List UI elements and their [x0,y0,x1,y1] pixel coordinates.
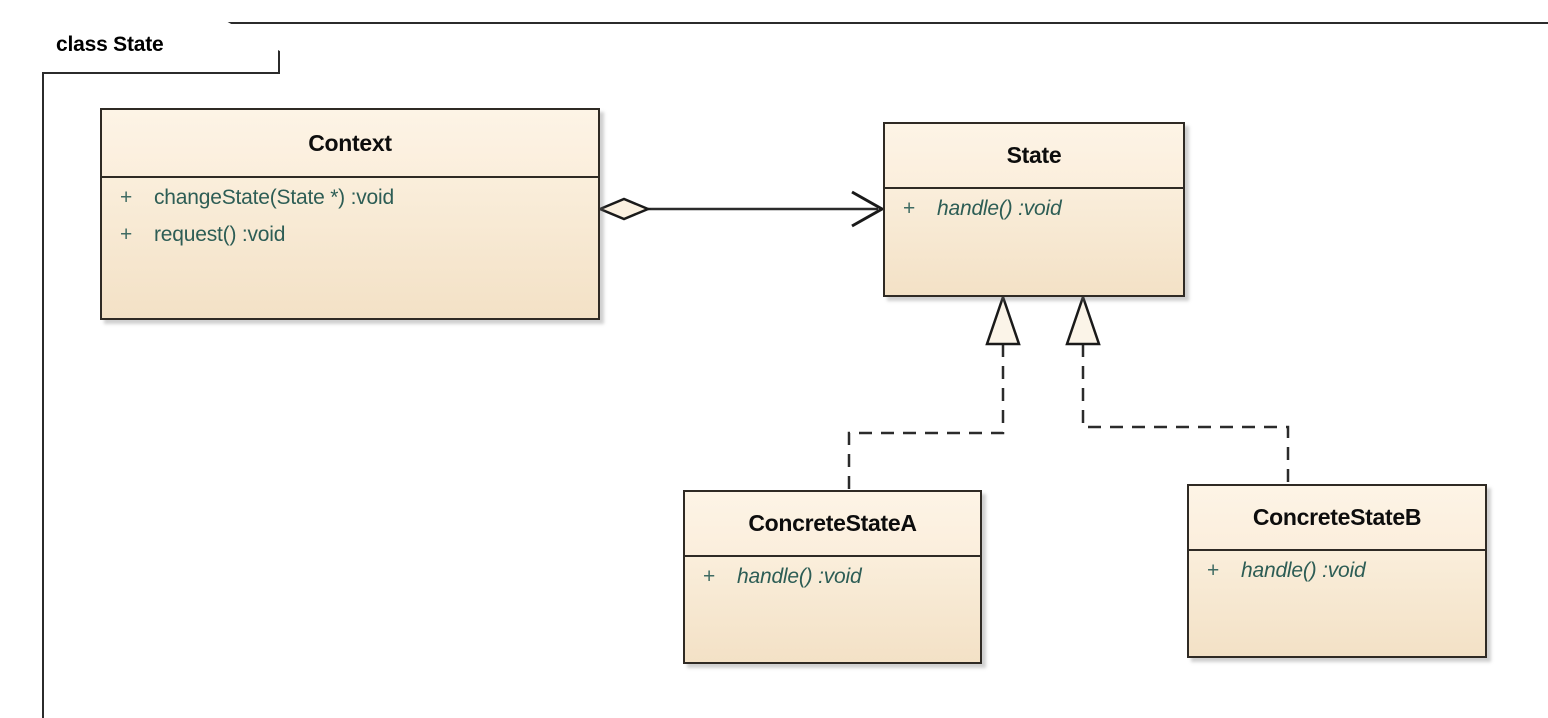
member-signature: handle() :void [737,565,862,588]
class-header-concrete-state-b: ConcreteStateB [1189,486,1485,551]
class-members-context: + changeState(State *) :void + request()… [102,178,598,318]
member-row: + handle() :void [1189,559,1485,596]
class-box-context[interactable]: Context + changeState(State *) :void + r… [100,108,600,320]
class-name-context: Context [308,129,392,156]
class-members-state: + handle() :void [885,189,1183,295]
class-members-concrete-state-b: + handle() :void [1189,551,1485,656]
member-signature: handle() :void [1241,559,1366,582]
member-signature: request() :void [154,223,286,246]
member-visibility: + [120,186,133,209]
member-visibility: + [120,223,133,246]
class-box-state[interactable]: State + handle() :void [883,122,1185,297]
diagram-frame-tab [42,22,280,74]
diagram-frame [42,22,1548,718]
class-header-state: State [885,124,1183,189]
class-box-concrete-state-a[interactable]: ConcreteStateA + handle() :void [683,490,982,664]
class-box-concrete-state-b[interactable]: ConcreteStateB + handle() :void [1187,484,1487,658]
member-row: + handle() :void [885,197,1183,234]
member-visibility: + [903,197,916,220]
class-name-state: State [1006,142,1062,168]
class-name-concrete-state-a: ConcreteStateA [748,510,917,536]
member-visibility: + [1207,559,1220,582]
member-row: + handle() :void [685,565,980,602]
member-signature: handle() :void [937,197,1062,220]
diagram-frame-label: class State [56,33,164,56]
member-row: + changeState(State *) :void [102,186,598,223]
member-row: + request() :void [102,223,598,260]
class-members-concrete-state-a: + handle() :void [685,557,980,662]
class-header-context: Context [102,110,598,178]
class-header-concrete-state-a: ConcreteStateA [685,492,980,557]
member-visibility: + [703,565,716,588]
class-name-concrete-state-b: ConcreteStateB [1252,504,1422,530]
member-signature: changeState(State *) :void [154,186,394,209]
